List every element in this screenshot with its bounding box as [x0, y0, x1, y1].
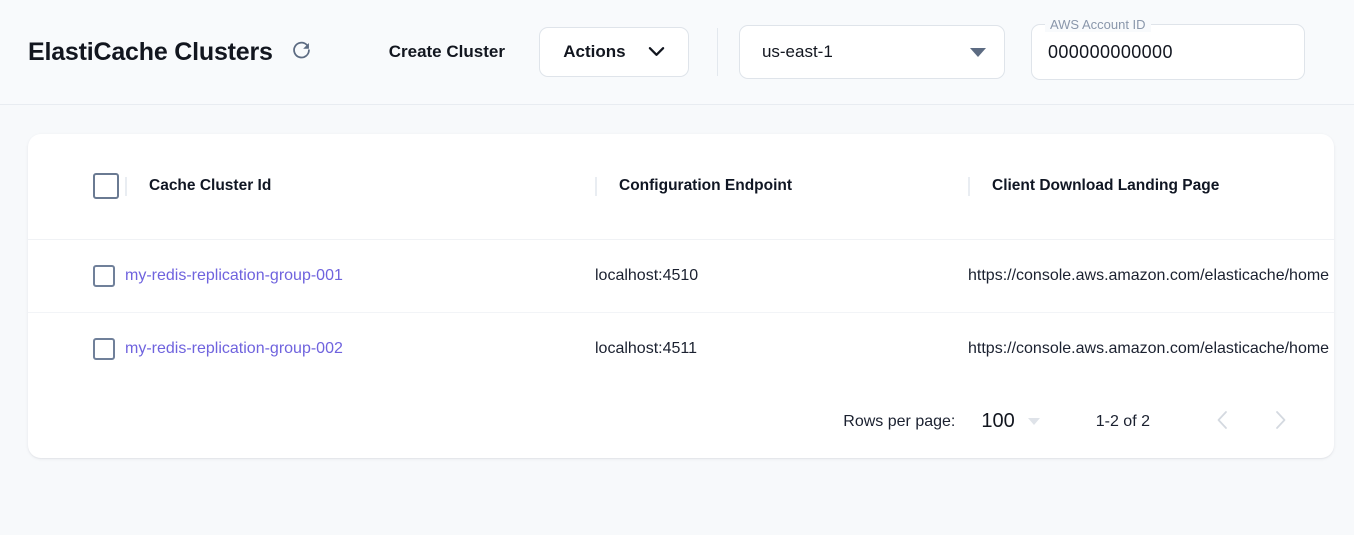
- refresh-icon: [291, 40, 312, 64]
- row-select-cell: [28, 238, 125, 312]
- cell-configuration-endpoint: localhost:4511: [595, 311, 968, 385]
- cell-client-download-landing-page: https://console.aws.amazon.com/elasticac…: [968, 311, 1334, 385]
- column-header-label: Configuration Endpoint: [619, 177, 793, 195]
- region-select-value: us-east-1: [761, 42, 833, 61]
- column-header-cache-cluster-id[interactable]: Cache Cluster Id: [125, 134, 595, 239]
- select-all-header-cell: [28, 134, 125, 239]
- column-header-label: Cache Cluster Id: [149, 177, 272, 195]
- triangle-down-icon: [1027, 418, 1040, 425]
- cluster-link[interactable]: my-redis-replication-group-002: [125, 339, 343, 357]
- row-checkbox[interactable]: [93, 337, 115, 360]
- pagination-range-label: 1-2 of 2: [1095, 412, 1150, 430]
- chevron-right-icon: [1274, 410, 1287, 433]
- rows-per-page-select[interactable]: 100: [981, 410, 1040, 433]
- create-cluster-button[interactable]: Create Cluster: [388, 42, 505, 61]
- cell-configuration-endpoint: localhost:4510: [595, 238, 968, 312]
- chevron-down-icon: [648, 42, 665, 62]
- row-checkbox[interactable]: [93, 264, 115, 287]
- clusters-table: Cache Cluster Id Configuration Endpoint …: [28, 134, 1334, 385]
- paginator: Rows per page: 100 1-2 of 2: [28, 385, 1334, 458]
- aws-account-id-label: AWS Account ID: [1044, 17, 1151, 32]
- previous-page-button[interactable]: [1202, 402, 1242, 442]
- row-select-cell: [28, 311, 125, 385]
- cell-cache-cluster-id: my-redis-replication-group-001: [125, 238, 595, 312]
- toolbar-divider: [716, 28, 718, 76]
- column-separator: [125, 176, 127, 196]
- aws-account-id-input[interactable]: [1047, 41, 1288, 63]
- column-separator: [968, 176, 970, 196]
- rows-per-page-value: 100: [981, 410, 1015, 432]
- actions-button-label: Actions: [563, 42, 626, 61]
- column-header-client-download-landing-page[interactable]: Client Download Landing Page: [968, 134, 1334, 239]
- triangle-down-icon: [969, 47, 986, 57]
- refresh-button[interactable]: [287, 37, 317, 67]
- cell-cache-cluster-id: my-redis-replication-group-002: [125, 311, 595, 385]
- app-header: ElastiCache Clusters Create Cluster Acti…: [0, 0, 1354, 105]
- table-row: my-redis-replication-group-002 localhost…: [28, 311, 1334, 385]
- region-select[interactable]: us-east-1: [738, 25, 1005, 79]
- column-header-label: Client Download Landing Page: [992, 177, 1220, 195]
- select-all-checkbox[interactable]: [93, 173, 119, 200]
- table-header-row: Cache Cluster Id Configuration Endpoint …: [28, 134, 1334, 239]
- table-header: Cache Cluster Id Configuration Endpoint …: [28, 134, 1334, 239]
- clusters-card: Cache Cluster Id Configuration Endpoint …: [28, 134, 1334, 458]
- table-body: my-redis-replication-group-001 localhost…: [28, 238, 1334, 385]
- cell-client-download-landing-page: https://console.aws.amazon.com/elasticac…: [968, 238, 1334, 312]
- page-title: ElastiCache Clusters: [28, 37, 273, 66]
- actions-button[interactable]: Actions: [538, 27, 689, 77]
- rows-per-page-label: Rows per page:: [843, 412, 956, 430]
- column-header-configuration-endpoint[interactable]: Configuration Endpoint: [595, 134, 968, 239]
- chevron-left-icon: [1216, 410, 1229, 433]
- table-row: my-redis-replication-group-001 localhost…: [28, 238, 1334, 312]
- column-separator: [595, 176, 597, 196]
- cluster-link[interactable]: my-redis-replication-group-001: [125, 266, 343, 284]
- aws-account-id-field[interactable]: AWS Account ID: [1030, 17, 1305, 80]
- next-page-button[interactable]: [1260, 402, 1300, 442]
